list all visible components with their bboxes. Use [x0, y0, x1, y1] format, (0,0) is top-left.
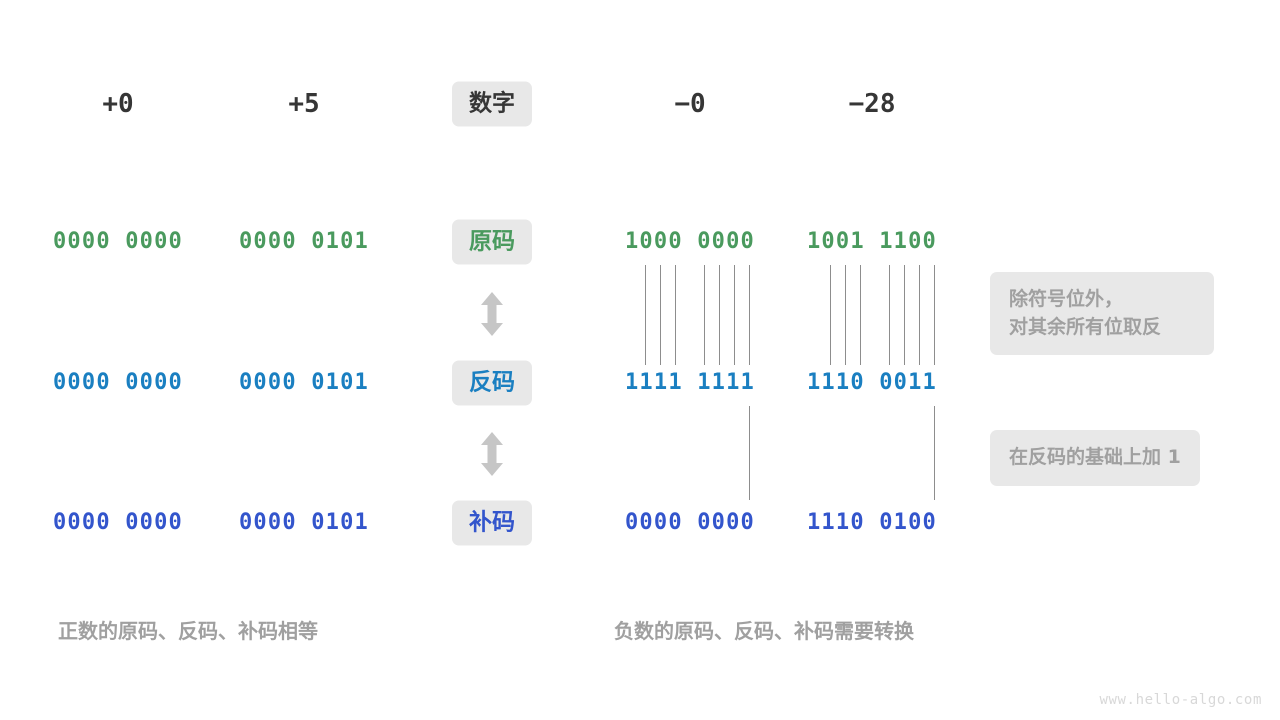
bit-connector-line — [889, 265, 890, 365]
cell-sign-magnitude-neg0: 1000 0000 — [624, 229, 756, 254]
cell-sign-magnitude-pos5: 0000 0101 — [238, 229, 370, 254]
cell-ones-complement-neg0: 1111 1111 — [624, 370, 756, 395]
cell-sign-magnitude-pos0: 0000 0000 — [52, 229, 184, 254]
bit-connector-line — [660, 265, 661, 365]
cell-twos-complement-neg0: 0000 0000 — [624, 510, 756, 535]
bit-connector-line — [645, 265, 646, 365]
column-header-pos0: +0 — [102, 89, 134, 119]
carry-connector-line — [749, 406, 750, 500]
bit-connector-line — [749, 265, 750, 365]
column-header-neg0: −0 — [674, 89, 706, 119]
row-label-ones-complement: 反码 — [452, 360, 532, 406]
bit-connector-line — [830, 265, 831, 365]
note-add-one: 在反码的基础上加 1 — [990, 430, 1200, 486]
bit-connector-line — [934, 265, 935, 365]
note-invert-bits: 除符号位外， 对其余所有位取反 — [990, 272, 1214, 356]
watermark: www.hello-algo.com — [1099, 692, 1262, 708]
bit-connector-line — [904, 265, 905, 365]
cell-twos-complement-pos0: 0000 0000 — [52, 510, 184, 535]
column-header-pos5: +5 — [288, 89, 320, 119]
carry-connector-line — [934, 406, 935, 500]
bit-connector-line — [719, 265, 720, 365]
bit-connector-line — [734, 265, 735, 365]
cell-twos-complement-pos5: 0000 0101 — [238, 510, 370, 535]
cell-ones-complement-neg28: 1110 0011 — [806, 370, 938, 395]
cell-sign-magnitude-neg28: 1001 1100 — [806, 229, 938, 254]
row-label-sign-magnitude: 原码 — [452, 219, 532, 265]
bit-connector-line — [845, 265, 846, 365]
row-label-twos-complement: 补码 — [452, 500, 532, 546]
cell-ones-complement-pos5: 0000 0101 — [238, 370, 370, 395]
caption-negative-numbers: 负数的原码、反码、补码需要转换 — [614, 619, 914, 643]
bit-connector-line — [675, 265, 676, 365]
cell-twos-complement-neg28: 1110 0100 — [806, 510, 938, 535]
cell-ones-complement-pos0: 0000 0000 — [52, 370, 184, 395]
up-down-arrow-icon — [479, 431, 505, 477]
up-down-arrow-icon — [479, 291, 505, 337]
bit-connector-line — [704, 265, 705, 365]
column-header-label-chip: 数字 — [452, 81, 532, 127]
bit-connector-line — [860, 265, 861, 365]
column-header-neg28: −28 — [848, 89, 896, 119]
caption-positive-numbers: 正数的原码、反码、补码相等 — [58, 619, 318, 643]
bit-connector-line — [919, 265, 920, 365]
